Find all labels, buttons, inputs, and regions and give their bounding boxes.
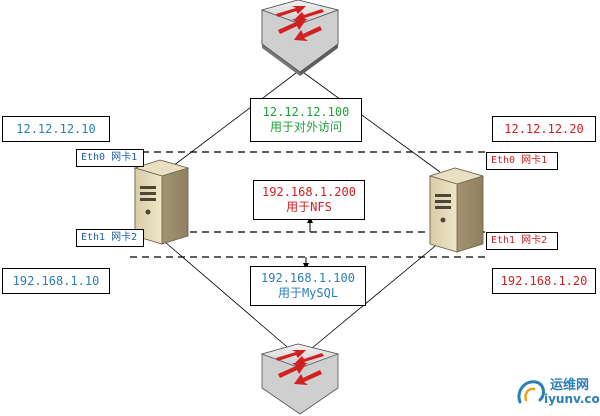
- bottom-switch-icon: [260, 343, 340, 415]
- link-bottom-switch-right: [299, 241, 441, 359]
- left-eth0-label: Eth0 网卡1: [81, 152, 138, 163]
- right-eth1-label: Eth1 网卡2: [491, 235, 548, 246]
- external-vip-ip: 12.12.12.100: [262, 105, 350, 119]
- right-eth1-ip: 192.168.1.20: [500, 274, 588, 288]
- left-eth1-label: Eth1 网卡2: [81, 232, 138, 243]
- left-eth1-ip: 192.168.1.10: [12, 274, 100, 288]
- left-eth1-ip-box: 192.168.1.10: [2, 268, 110, 294]
- mysql-vip-ip: 192.168.1.100: [261, 271, 355, 285]
- left-eth0-tag: Eth0 网卡1: [76, 149, 144, 167]
- right-eth0-ip-box: 12.12.12.20: [492, 116, 596, 142]
- right-server-icon: [428, 167, 485, 253]
- nfs-vip-purpose: 用于NFS: [286, 200, 332, 214]
- top-switch-icon: [260, 0, 340, 76]
- left-eth0-ip: 12.12.12.10: [16, 122, 96, 136]
- watermark-swirl-icon: [517, 380, 545, 404]
- nfs-vip-ip: 192.168.1.200: [262, 185, 356, 199]
- left-eth1-tag: Eth1 网卡2: [76, 229, 144, 247]
- right-eth0-ip: 12.12.12.20: [504, 122, 584, 136]
- mysql-vip-box: 192.168.1.100 用于MySQL: [250, 266, 366, 306]
- link-top-switch-left: [164, 69, 301, 173]
- link-top-switch-right: [299, 69, 441, 173]
- watermark-logo: 运维网 iyunv.com: [514, 372, 600, 412]
- watermark-en: iyunv.com: [544, 392, 600, 406]
- right-eth1-tag: Eth1 网卡2: [486, 232, 558, 250]
- right-eth0-tag: Eth0 网卡1: [486, 152, 558, 170]
- link-bottom-switch-left: [164, 241, 301, 359]
- left-server-icon: [133, 159, 190, 245]
- external-vip-box: 12.12.12.100 用于对外访问: [250, 98, 362, 142]
- left-eth0-ip-box: 12.12.12.10: [2, 116, 110, 142]
- watermark-cn: 运维网: [550, 378, 590, 393]
- right-eth0-label: Eth0 网卡1: [491, 155, 548, 166]
- mysql-vip-purpose: 用于MySQL: [277, 286, 339, 300]
- nfs-vip-box: 192.168.1.200 用于NFS: [253, 180, 365, 220]
- external-vip-purpose: 用于对外访问: [269, 120, 342, 134]
- right-eth1-ip-box: 192.168.1.20: [492, 268, 596, 294]
